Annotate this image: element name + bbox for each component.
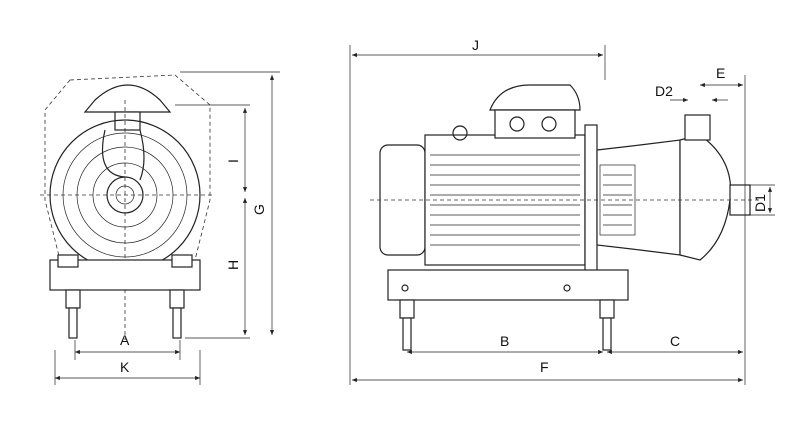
dim-J-label: J — [472, 37, 479, 53]
foot-right — [169, 289, 185, 339]
side-view — [349, 45, 760, 385]
dim-D1-label: D1 — [752, 194, 768, 212]
dim-E-label: E — [716, 65, 725, 81]
front-dimensions: I G H A K — [54, 75, 275, 385]
dim-A-label: A — [120, 332, 130, 348]
foot-left — [65, 289, 81, 339]
dim-C-label: C — [670, 333, 680, 349]
terminal-box-cover — [489, 84, 581, 111]
suction-port — [729, 184, 751, 216]
dim-D2-label: D2 — [655, 83, 673, 99]
side-dimensions: J E D2 D1 B C F — [352, 37, 775, 383]
dim-G-label: G — [251, 204, 267, 215]
front-view — [40, 71, 280, 340]
dim-F-label: F — [540, 359, 549, 375]
dim-H-label: H — [225, 260, 241, 270]
discharge-port — [684, 114, 711, 141]
motor-fan-cover — [83, 84, 172, 113]
dim-I-label: I — [225, 159, 241, 163]
base-frame — [387, 269, 629, 301]
foot-right — [599, 299, 615, 351]
adapter — [596, 139, 681, 256]
dim-K-label: K — [120, 359, 130, 375]
foot-left — [399, 299, 415, 351]
lifting-eye — [452, 125, 468, 141]
dim-B-label: B — [500, 333, 509, 349]
pump-casing — [679, 134, 732, 261]
terminal-box — [494, 109, 576, 139]
